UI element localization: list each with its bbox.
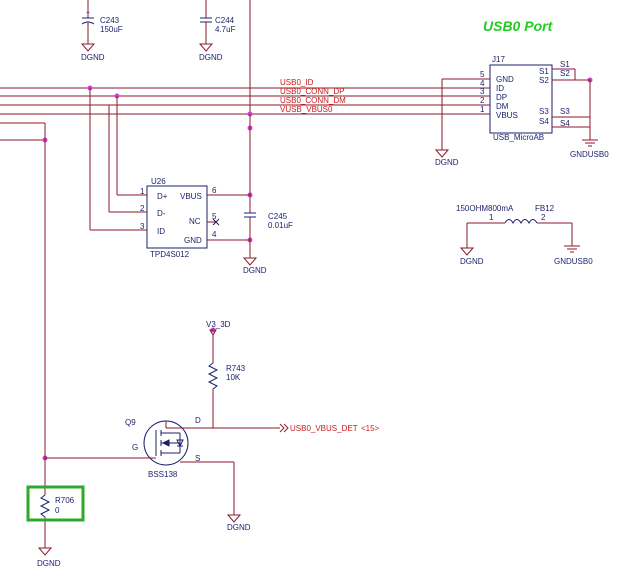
c245-ref: C245	[268, 212, 288, 221]
j17-pin-number: 2	[480, 96, 485, 105]
j17-pin-name: GND	[496, 75, 514, 84]
net-label-vusb-vbus0: VUSB_VBUS0	[280, 105, 333, 114]
j17-ref: J17	[492, 55, 505, 64]
u26-pin-name: NC	[189, 217, 201, 226]
u26-pin-number: 6	[212, 186, 217, 195]
net-label-usb0-conn-dp: USB0_CONN_DP	[280, 87, 344, 96]
u26-pin-name: GND	[184, 236, 202, 245]
resistor-r743: V3_3D R743 10K	[206, 320, 246, 428]
q9-part: BSS138	[148, 470, 178, 479]
j17-shield-pin-label: S4	[560, 119, 570, 128]
u26-part: TPD4S012	[150, 250, 190, 259]
q9-drain-label: D	[195, 416, 201, 425]
net-label-usb0-vbus-det: USB0_VBUS_DET	[290, 424, 358, 433]
j17-pin-name: VBUS	[496, 111, 518, 120]
fb12-pin-number: 2	[541, 213, 546, 222]
c244-gnd-label: DGND	[199, 53, 223, 62]
fb12-pin-number: 1	[489, 213, 494, 222]
r706-value: 0	[55, 506, 60, 515]
capacitor-c243: + C243 150uF DGND	[80, 0, 123, 62]
j17-pin-number: 5	[480, 70, 485, 79]
q9-source-label: S	[195, 454, 200, 463]
svg-text:+: +	[86, 10, 90, 17]
ic-u26: U26 TPD4S012 D+ D- ID 1 2 3 VBUS NC GND …	[89, 88, 250, 259]
v3-3d-label: V3_3D	[206, 320, 231, 329]
r706-gnd-label: DGND	[37, 559, 61, 568]
transistor-q9: Q9 BSS138 G D S DGND	[45, 416, 280, 532]
c244-ref: C244	[215, 16, 235, 25]
j17-pin-number: 4	[480, 79, 485, 88]
sheet-title: USB0 Port	[483, 18, 554, 34]
j17-shield-pin-label: S2	[560, 69, 570, 78]
r743-value: 10K	[226, 373, 241, 382]
c243-value: 150uF	[100, 25, 123, 34]
j17-shield-gnd-label: GNDUSB0	[570, 150, 609, 159]
q9-gnd-label: DGND	[227, 523, 251, 532]
capacitor-c244: C244 4.7uF DGND	[198, 0, 236, 62]
j17-shield-pin: S1	[539, 67, 549, 76]
u26-pin-name: D+	[157, 192, 168, 201]
j17-shield-pin-label: S1	[560, 60, 570, 69]
u26-ref: U26	[151, 177, 166, 186]
u26-pin-number: 2	[140, 204, 145, 213]
usb-bus-lines: USB0_ID USB0_CONN_DP USB0_CONN_DM VUSB_V…	[0, 0, 490, 167]
net-label-usb0-id: USB0_ID	[280, 78, 314, 87]
u26-pin-name: D-	[157, 209, 166, 218]
j17-pin-name: DM	[496, 102, 509, 111]
j17-pin-number: 1	[480, 105, 485, 114]
r743-ref: R743	[226, 364, 246, 373]
net-ref-usb0-vbus-det: <15>	[361, 424, 380, 433]
c243-ref: C243	[100, 16, 120, 25]
j17-pin-name: DP	[496, 93, 507, 102]
r706-highlight-box	[26, 485, 85, 522]
u26-pin-number: 5	[212, 212, 217, 221]
capacitor-c245: C245 0.01uF DGND	[242, 114, 293, 275]
offpage-usb0-vbus-det: USB0_VBUS_DET <15>	[279, 423, 380, 433]
ferrite-bead-fb12: 150OHM800mA FB12 1 2 DGND GNDUSB0	[456, 204, 593, 266]
net-label-usb0-conn-dm: USB0_CONN_DM	[280, 96, 346, 105]
q9-ref: Q9	[125, 418, 136, 427]
r706-ref: R706	[55, 496, 75, 505]
resistor-r706: DGND R706 0	[37, 123, 75, 568]
fb12-gndusb0-label: GNDUSB0	[554, 257, 593, 266]
fb12-ref: FB12	[535, 204, 555, 213]
j17-gnd-label: DGND	[435, 158, 459, 167]
u26-pin-name: VBUS	[180, 192, 202, 201]
c245-value: 0.01uF	[268, 221, 293, 230]
c245-gnd-label: DGND	[243, 266, 267, 275]
connector-j17: J17 USB_MicroAB GND ID DP DM VBUS 5 4 3 …	[480, 55, 609, 159]
c243-gnd-label: DGND	[81, 53, 105, 62]
u26-pin-name: ID	[157, 227, 165, 236]
fb12-value: 150OHM800mA	[456, 204, 514, 213]
u26-pin-number: 3	[140, 222, 145, 231]
j17-shield-pin: S2	[539, 76, 549, 85]
u26-pin-number: 1	[140, 187, 145, 196]
j17-shield-pin: S4	[539, 117, 549, 126]
c244-value: 4.7uF	[215, 25, 236, 34]
j17-shield-pin-label: S3	[560, 107, 570, 116]
j17-shield-pin: S3	[539, 107, 549, 116]
u26-pin-number: 4	[212, 230, 217, 239]
fb12-gnd-label: DGND	[460, 257, 484, 266]
j17-pin-number: 3	[480, 87, 485, 96]
q9-gate-label: G	[132, 443, 138, 452]
j17-pin-name: ID	[496, 84, 504, 93]
j17-footprint: USB_MicroAB	[493, 133, 544, 142]
